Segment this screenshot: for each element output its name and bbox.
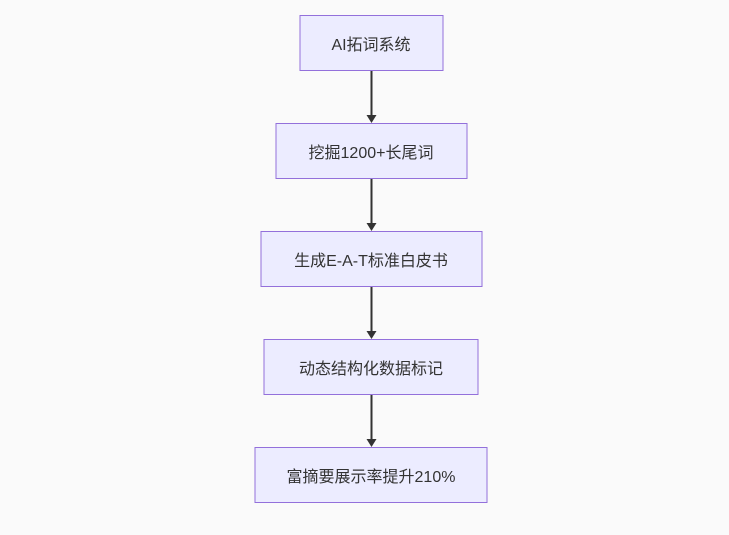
flow-node-label: 生成E-A-T标准白皮书	[294, 253, 448, 270]
arrow-line	[370, 71, 372, 116]
flowchart: AI拓词系统 挖掘1200+长尾词 生成E-A-T标准白皮书 动态结构化数据标记	[254, 15, 488, 503]
arrow-line	[370, 179, 372, 224]
flow-node-generate-eat-whitepaper: 生成E-A-T标准白皮书	[260, 231, 482, 287]
flow-node-rich-snippet-rate-increase: 富摘要展示率提升210%	[254, 447, 488, 503]
flow-node-dynamic-structured-data-markup: 动态结构化数据标记	[263, 339, 479, 395]
edge-arrow-a-b	[365, 71, 377, 123]
flow-node-label: AI拓词系统	[331, 37, 411, 54]
arrow-head-icon	[366, 223, 376, 231]
flow-node-label: 挖掘1200+长尾词	[308, 145, 434, 162]
arrow-head-icon	[366, 115, 376, 123]
edge-arrow-b-c	[365, 179, 377, 231]
arrow-head-icon	[366, 331, 376, 339]
flow-node-label: 富摘要展示率提升210%	[286, 469, 456, 486]
flow-node-mine-longtail-keywords: 挖掘1200+长尾词	[275, 123, 467, 179]
arrow-head-icon	[366, 439, 376, 447]
edge-arrow-c-d	[365, 287, 377, 339]
flow-node-label: 动态结构化数据标记	[298, 361, 443, 378]
flow-node-ai-word-expansion-system: AI拓词系统	[299, 15, 443, 71]
edge-arrow-d-e	[365, 395, 377, 447]
arrow-line	[370, 395, 372, 440]
arrow-line	[370, 287, 372, 332]
